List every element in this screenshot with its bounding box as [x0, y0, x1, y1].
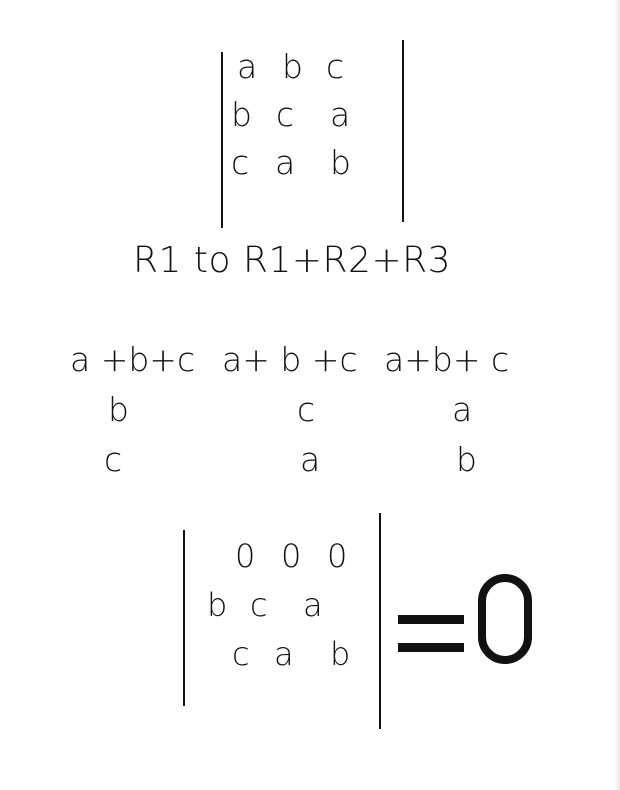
- result-r3c3: b: [330, 635, 351, 673]
- cell-r3c3: b: [330, 143, 351, 182]
- expanded-r2c2: c: [297, 390, 316, 429]
- result-r3c1: c: [232, 635, 250, 673]
- expanded-r3c3: b: [456, 440, 477, 479]
- cell-r2c1: b: [231, 95, 252, 134]
- cell-r3c1: c: [231, 143, 250, 182]
- cell-r1c3: c: [326, 47, 345, 86]
- result-r2c1: b: [207, 586, 228, 624]
- row-operation-label: R1 to R1+R2+R3: [133, 240, 452, 281]
- result-r1c2: 0: [281, 537, 302, 575]
- right-determinant-bar: [402, 40, 404, 222]
- cell-r1c1: a: [237, 47, 258, 86]
- result-r2c3: a: [303, 586, 323, 624]
- left-determinant-bar: [183, 530, 185, 706]
- result-r2c2: c: [250, 586, 268, 624]
- expanded-r1c2: a+ b +c: [222, 340, 358, 379]
- result-r1c3: 0: [327, 537, 348, 575]
- cell-r1c2: b: [282, 47, 303, 86]
- expanded-r2c3: a: [452, 390, 473, 429]
- left-determinant-bar: [221, 52, 223, 228]
- cell-r2c2: c: [276, 95, 295, 134]
- result-r1c1: 0: [235, 537, 256, 575]
- expanded-r1c3: a+b+ c: [384, 340, 510, 379]
- equals-sign: [398, 575, 466, 652]
- cell-r2c3: a: [330, 95, 351, 134]
- result-r3c2: a: [274, 635, 294, 673]
- expanded-r1c1: a +b+c: [70, 340, 196, 379]
- result-zero: [478, 574, 532, 664]
- cell-r3c2: a: [275, 143, 296, 182]
- page-edge-shadow: [614, 0, 620, 790]
- expanded-r3c2: a: [300, 440, 321, 479]
- expanded-r3c1: c: [104, 440, 123, 479]
- right-determinant-bar: [379, 513, 381, 729]
- expanded-r2c1: b: [108, 390, 129, 429]
